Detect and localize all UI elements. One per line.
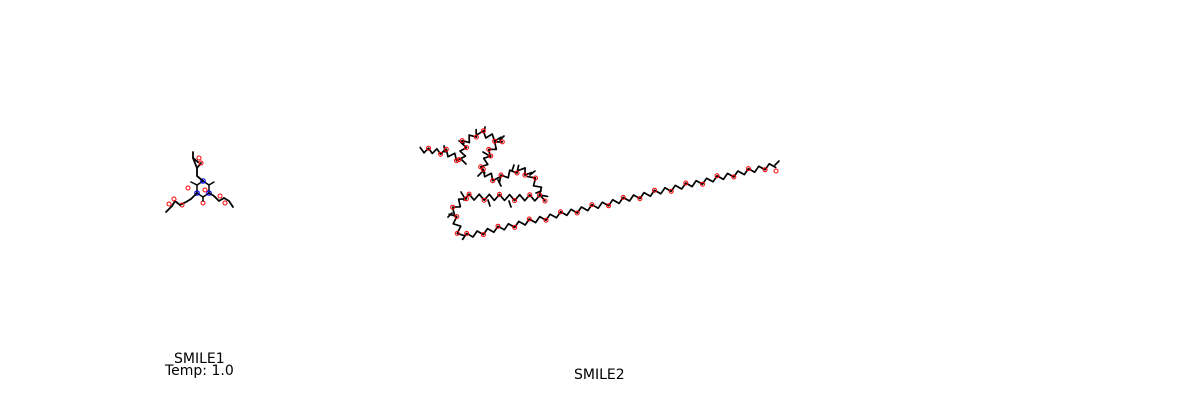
molecule-2-oxygens — [426, 128, 779, 238]
methyl-branch — [483, 126, 486, 134]
methyl-branch — [477, 171, 483, 177]
methyl-branch — [774, 160, 780, 166]
methyl-branch — [482, 151, 489, 156]
oxygen-atom — [488, 153, 494, 159]
molecule-1-label: SMILE1 — [174, 351, 225, 367]
oxygen-atom — [499, 139, 505, 145]
oxygen-atom — [668, 188, 674, 194]
molecule-2-label: SMILE2 — [574, 367, 625, 383]
oxygen-atom — [683, 180, 689, 186]
oxygen-atom — [459, 138, 465, 144]
chain-segment — [476, 129, 502, 143]
methyl-branch — [511, 164, 515, 172]
oxygen-atom — [714, 173, 720, 179]
methyl-branch — [529, 170, 536, 176]
oxygen-atom — [454, 230, 460, 236]
oxygen-atom — [486, 146, 492, 152]
oxygen-atom — [481, 197, 487, 203]
molecule-1-arm-right — [208, 192, 234, 208]
oxygen-atom — [498, 172, 504, 178]
oxygen-atom — [762, 167, 768, 173]
chain-segment — [487, 141, 504, 158]
methyl-branch — [460, 191, 465, 198]
oxygen-atom — [473, 134, 479, 140]
oxygen-atom — [454, 158, 459, 164]
oxygen-atom — [537, 192, 542, 198]
methyl-branch — [487, 199, 491, 207]
chain-segment — [461, 128, 478, 144]
methyl-branch — [447, 212, 453, 218]
oxygen-atom — [527, 192, 533, 198]
oxygen-atom — [464, 145, 469, 151]
oxygen-atom — [542, 198, 548, 204]
oxygen-atom — [745, 166, 751, 172]
oxygen-atom — [514, 170, 520, 176]
oxygen-atom — [463, 196, 469, 202]
oxygen-atom — [454, 214, 460, 220]
chain-segment — [445, 148, 465, 162]
molecule-2-structure — [419, 126, 780, 241]
chain-segment — [448, 213, 466, 237]
methyl-branch — [499, 135, 505, 141]
molecule-1-core-ring — [185, 178, 215, 206]
oxygen-atom — [574, 210, 580, 216]
oxygen-atom — [480, 128, 486, 134]
oxygen-atom — [637, 196, 643, 202]
chain-segment — [463, 193, 546, 202]
oxygen-atom — [438, 151, 444, 157]
oxygen-atom — [480, 166, 486, 172]
oxygen-atom — [652, 187, 657, 193]
molecule-1-arm-left — [165, 192, 198, 213]
oxygen-atom — [526, 216, 532, 222]
oxygen-atom — [731, 174, 737, 180]
oxygen-atom — [606, 203, 612, 209]
oxygen-atom — [620, 194, 626, 200]
oxygen-atom — [490, 178, 496, 184]
oxygen-atom — [466, 191, 472, 197]
oxygen-atom — [533, 175, 538, 181]
oxygen-atom — [589, 202, 595, 208]
methyl-branch — [535, 190, 542, 194]
oxygen-atom — [773, 168, 779, 174]
chain-segment — [526, 175, 549, 198]
molecule-1-structure — [165, 151, 234, 213]
chain-segment — [451, 197, 468, 216]
molecule-1-subtitle: Temp: 1.0 — [165, 363, 234, 379]
chain-segment — [517, 167, 533, 176]
oxygen-atom — [512, 224, 518, 230]
oxygen-atom — [478, 164, 484, 170]
oxygen-atom — [426, 145, 431, 151]
oxygen-atom — [512, 198, 518, 204]
oxygen-atom — [543, 217, 549, 223]
oxygen-atom — [495, 223, 501, 229]
chain-segment — [461, 162, 777, 241]
oxygen-atom — [558, 209, 564, 215]
molecule-2-chain — [419, 126, 780, 241]
molecule-1-arm-top — [192, 151, 204, 182]
oxygen-atom — [450, 204, 456, 210]
oxygen-atom — [497, 191, 502, 197]
oxygen-atom — [443, 146, 449, 152]
chain-segment — [498, 164, 520, 184]
oxygen-atom — [456, 157, 462, 163]
methyl-branch — [461, 159, 467, 165]
chain-segment — [419, 146, 447, 156]
methyl-branch — [497, 179, 502, 187]
methyl-branch — [508, 200, 512, 208]
oxygen-atom — [480, 232, 486, 238]
oxygen-atom — [464, 230, 470, 236]
oxygen-atom — [522, 172, 528, 178]
oxygen-atom — [492, 138, 498, 144]
oxygen-atom — [700, 181, 705, 187]
